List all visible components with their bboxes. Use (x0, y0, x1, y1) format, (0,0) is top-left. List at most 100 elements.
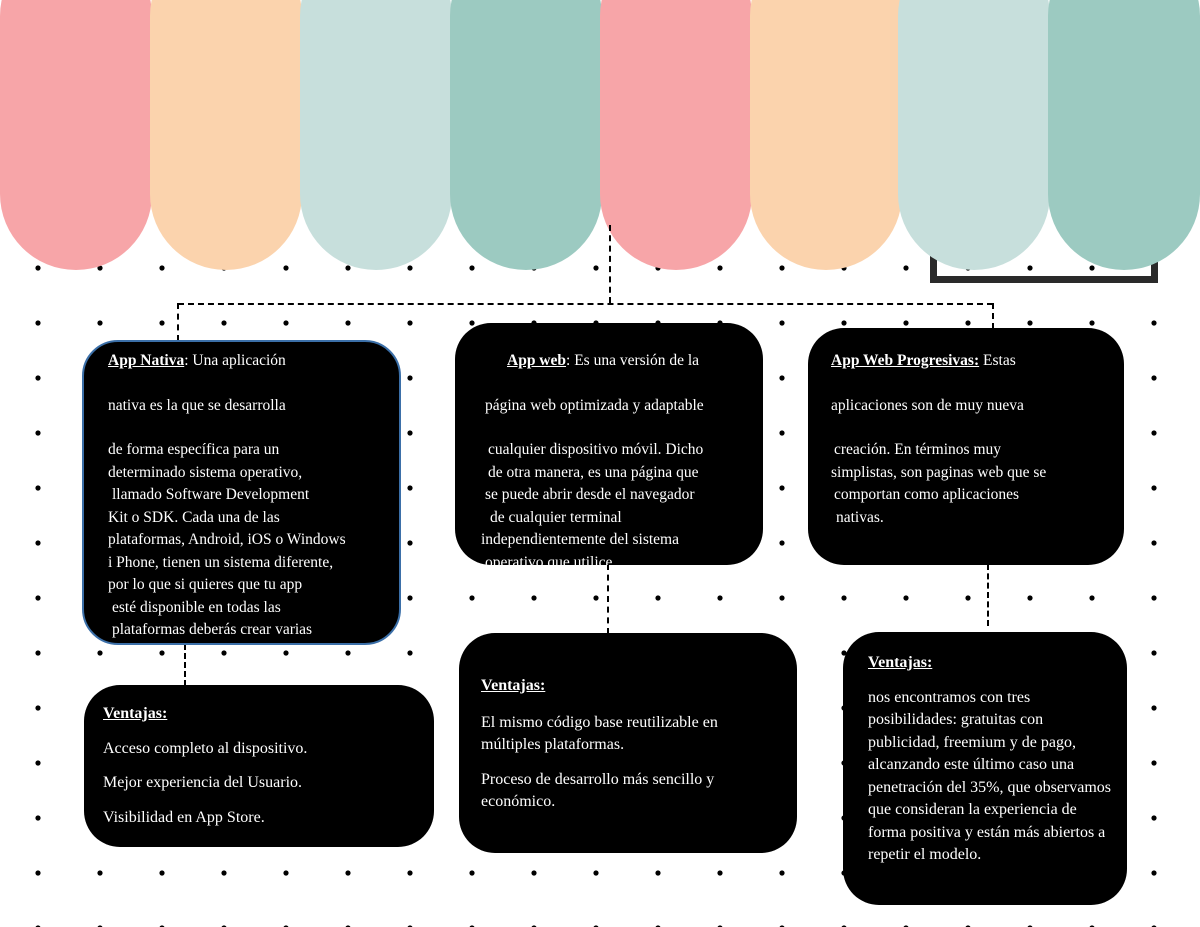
grid-dot (1089, 265, 1095, 271)
grid-dot (407, 320, 413, 326)
app-nativa-ventajas-box: Ventajas: Acceso completo al dispositivo… (84, 685, 434, 847)
grid-dot (159, 265, 165, 271)
grid-dot (221, 320, 227, 326)
grid-dot (159, 870, 165, 876)
grid-dot (407, 375, 413, 381)
grid-dot (655, 595, 661, 601)
grid-dot (97, 650, 103, 656)
grid-dot (531, 595, 537, 601)
grid-dot (1151, 430, 1157, 436)
grid-dot (903, 320, 909, 326)
connector (607, 564, 609, 634)
header-pill (750, 0, 902, 270)
app-web-box: App web: Es una versión de la página web… (455, 323, 763, 565)
connector (178, 303, 993, 305)
grid-dot (903, 595, 909, 601)
grid-dot (407, 485, 413, 491)
app-nativa-box: App Nativa: Una aplicación nativa es la … (82, 340, 401, 645)
grid-dot (345, 870, 351, 876)
app-web-progresivas-box: App Web Progresivas: Estas aplicaciones … (808, 328, 1124, 565)
grid-dot (35, 265, 41, 271)
grid-dot (407, 540, 413, 546)
grid-dot (97, 265, 103, 271)
grid-dot (1151, 870, 1157, 876)
grid-dot (655, 870, 661, 876)
grid-dot (159, 650, 165, 656)
grid-dot (35, 430, 41, 436)
grid-dot (35, 760, 41, 766)
grid-dot (779, 320, 785, 326)
grid-dot (779, 485, 785, 491)
grid-dot (779, 870, 785, 876)
grid-dot (717, 870, 723, 876)
grid-dot (35, 815, 41, 821)
app-web-ventajas-box: Ventajas: El mismo código base reutiliza… (459, 633, 797, 853)
grid-dot (221, 650, 227, 656)
grid-dot (35, 485, 41, 491)
grid-dot (345, 265, 351, 271)
grid-dot (283, 320, 289, 326)
grid-dot (407, 265, 413, 271)
grid-dot (779, 540, 785, 546)
pwa-ventajas-box: Ventajas: nos encontramos con tres posib… (843, 632, 1127, 905)
grid-dot (407, 595, 413, 601)
header-pill (0, 0, 152, 270)
header-pill (898, 0, 1050, 270)
grid-dot (1027, 595, 1033, 601)
grid-dot (221, 870, 227, 876)
app-nativa-title: App Nativa (108, 352, 185, 369)
grid-dot (35, 870, 41, 876)
grid-dot (903, 265, 909, 271)
grid-dot (593, 265, 599, 271)
grid-dot (35, 320, 41, 326)
grid-dot (779, 375, 785, 381)
connector (609, 225, 611, 303)
grid-dot (841, 320, 847, 326)
connector (987, 564, 989, 626)
grid-dot (717, 265, 723, 271)
grid-dot (593, 870, 599, 876)
grid-dot (779, 265, 785, 271)
grid-dot (35, 540, 41, 546)
grid-dot (593, 595, 599, 601)
header-pill (150, 0, 302, 270)
grid-dot (841, 595, 847, 601)
header-pill (450, 0, 602, 270)
grid-dot (1151, 485, 1157, 491)
grid-dot (35, 375, 41, 381)
connector (184, 644, 186, 686)
grid-dot (469, 870, 475, 876)
grid-dot (1151, 375, 1157, 381)
grid-dot (1151, 705, 1157, 711)
grid-dot (345, 320, 351, 326)
grid-dot (1027, 265, 1033, 271)
header-pill (600, 0, 752, 270)
grid-dot (531, 870, 537, 876)
grid-dot (469, 595, 475, 601)
grid-dot (283, 265, 289, 271)
grid-dot (283, 650, 289, 656)
grid-dot (283, 870, 289, 876)
grid-dot (407, 650, 413, 656)
grid-dot (1089, 320, 1095, 326)
grid-dot (407, 430, 413, 436)
grid-dot (159, 320, 165, 326)
grid-dot (469, 265, 475, 271)
grid-dot (1151, 540, 1157, 546)
grid-dot (97, 320, 103, 326)
pwa-title: App Web Progresivas: (831, 352, 980, 369)
grid-dot (1151, 815, 1157, 821)
grid-dot (407, 870, 413, 876)
grid-dot (35, 650, 41, 656)
grid-dot (1151, 320, 1157, 326)
grid-dot (1027, 320, 1033, 326)
grid-dot (35, 595, 41, 601)
grid-dot (35, 705, 41, 711)
grid-dot (779, 595, 785, 601)
header-pill (1048, 0, 1200, 270)
grid-dot (97, 870, 103, 876)
grid-dot (965, 595, 971, 601)
app-web-title: App web (507, 352, 567, 369)
grid-dot (345, 650, 351, 656)
grid-dot (1089, 595, 1095, 601)
